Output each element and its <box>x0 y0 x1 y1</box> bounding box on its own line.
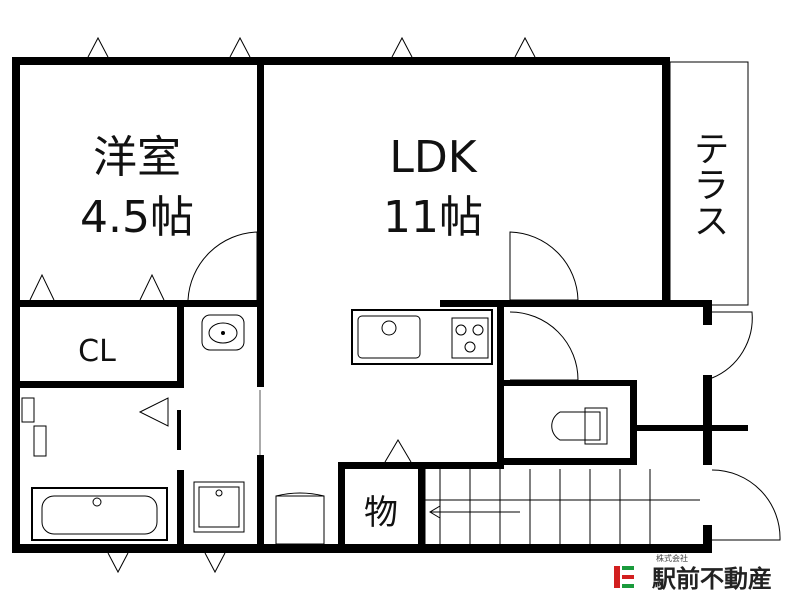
window-markers <box>29 36 536 574</box>
toilet-icon <box>551 407 608 445</box>
triangle-marker-icon <box>138 397 169 427</box>
bathtub-icon <box>31 487 168 541</box>
logo-mark-red <box>614 566 620 588</box>
sink-icon <box>357 315 421 359</box>
door-swing-icon <box>187 231 258 301</box>
stove-icon <box>451 317 489 359</box>
ldk-size: 11帖 <box>383 192 483 243</box>
terrace <box>669 61 749 306</box>
triangle-marker-icon <box>87 36 109 58</box>
storage-label: 物 <box>364 493 398 533</box>
logo-company-name: 駅前不動産 <box>652 565 772 593</box>
washer-pan-icon <box>193 481 245 533</box>
door-swings <box>187 231 781 541</box>
triangle-marker-icon <box>139 273 165 301</box>
bathroom <box>21 397 168 541</box>
logo-small-text: 株式会社 <box>656 553 688 563</box>
western-room-name: 洋室 <box>93 132 181 183</box>
triangle-marker-icon <box>204 552 226 574</box>
logo-mark-green <box>622 566 634 570</box>
washroom <box>193 314 325 545</box>
terrace-label: テラス <box>688 130 729 238</box>
company-logo: 株式会社 駅前不動産 <box>614 553 772 593</box>
triangle-marker-icon <box>29 273 55 301</box>
wash-basin-icon <box>201 314 245 351</box>
triangle-marker-icon <box>391 36 413 58</box>
closet-label: CL <box>78 334 116 369</box>
triangle-marker-icon <box>229 36 251 58</box>
door-swing-icon <box>509 311 579 381</box>
ldk-name: LDK <box>389 132 477 183</box>
triangle-marker-icon <box>514 36 536 58</box>
door-swing-icon <box>509 231 579 301</box>
triangle-marker-icon <box>384 439 412 463</box>
kitchen-counter <box>351 309 493 365</box>
western-room-size: 4.5帖 <box>80 192 194 243</box>
interior-walls <box>12 57 748 553</box>
door-swing-icon <box>711 469 781 541</box>
door-swing-icon <box>711 311 753 379</box>
triangle-marker-icon <box>107 552 129 574</box>
stairs <box>424 469 700 544</box>
